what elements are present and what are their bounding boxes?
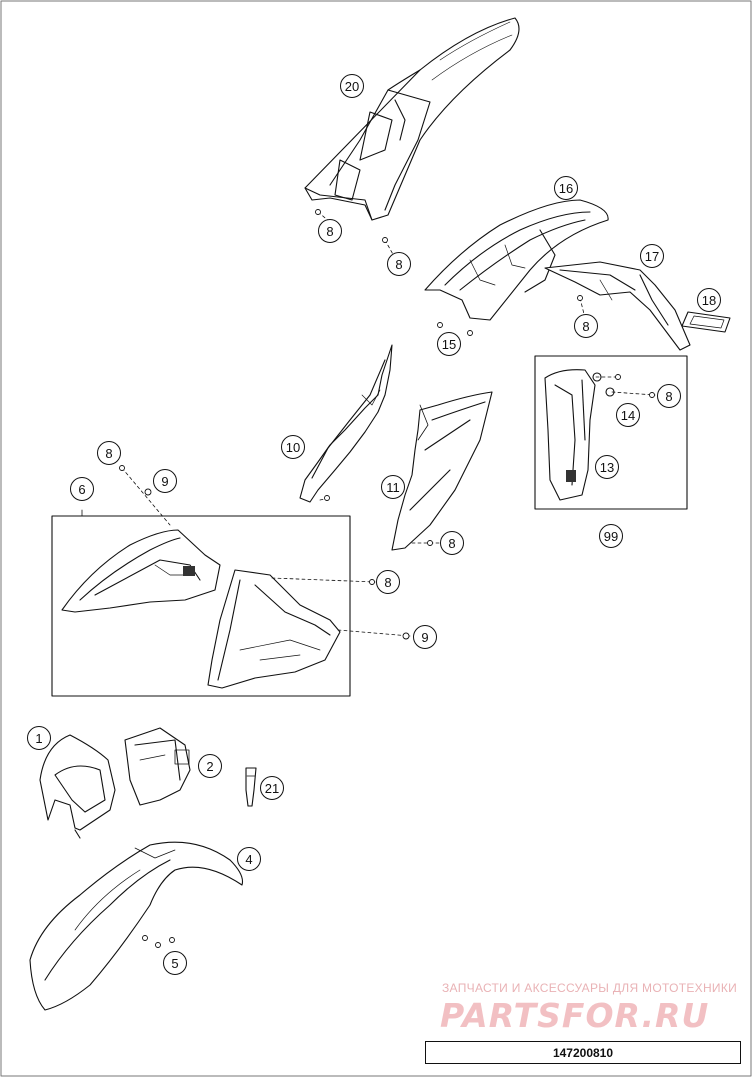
callout-17: 17	[640, 244, 664, 268]
callout-8: 8	[657, 384, 681, 408]
headlight-mask-part	[39, 734, 116, 839]
callout-8: 8	[440, 531, 464, 555]
callout-9: 9	[153, 469, 177, 493]
callout-18: 18	[697, 288, 721, 312]
callout-8: 8	[318, 219, 342, 243]
rear-fender-part	[304, 17, 520, 221]
callout-4: 4	[237, 847, 261, 871]
kit-6-frame	[51, 515, 351, 697]
reflector-part	[681, 311, 731, 333]
callout-20: 20	[340, 74, 364, 98]
left-side-panel-part	[299, 344, 393, 503]
callout-21: 21	[260, 776, 284, 800]
callout-16: 16	[554, 176, 578, 200]
callout-5: 5	[163, 951, 187, 975]
left-spoiler-part	[61, 529, 221, 613]
callout-10: 10	[281, 435, 305, 459]
headlight-housing-part	[124, 727, 191, 806]
cable-tie-part	[245, 767, 257, 807]
air-box-cover-part	[424, 199, 609, 321]
leader-lines	[81, 211, 656, 637]
callout-6: 6	[70, 477, 94, 501]
callout-15: 15	[437, 332, 461, 356]
callout-11: 11	[381, 475, 405, 499]
callout-9: 9	[413, 625, 437, 649]
callout-8: 8	[97, 441, 121, 465]
kit-99-frame	[534, 355, 688, 510]
callout-8: 8	[574, 314, 598, 338]
screws	[119, 209, 655, 948]
callout-8: 8	[376, 570, 400, 594]
callout-8: 8	[387, 252, 411, 276]
number-plate-holder-part	[544, 261, 691, 351]
watermark-logo: PARTSFOR.RU	[440, 996, 710, 1035]
watermark-tagline: ЗАПЧАСТИ И АКСЕССУАРЫ ДЛЯ МОТОТЕХНИКИ	[442, 981, 738, 995]
right-spoiler-part	[207, 569, 341, 689]
callout-13: 13	[595, 455, 619, 479]
callout-2: 2	[198, 754, 222, 778]
callout-99: 99	[599, 524, 623, 548]
right-side-panel-part	[391, 391, 493, 551]
diagram-code: 147200810	[425, 1041, 741, 1064]
front-fender-part	[29, 841, 244, 1011]
callout-14: 14	[616, 403, 640, 427]
callout-1: 1	[27, 726, 51, 750]
